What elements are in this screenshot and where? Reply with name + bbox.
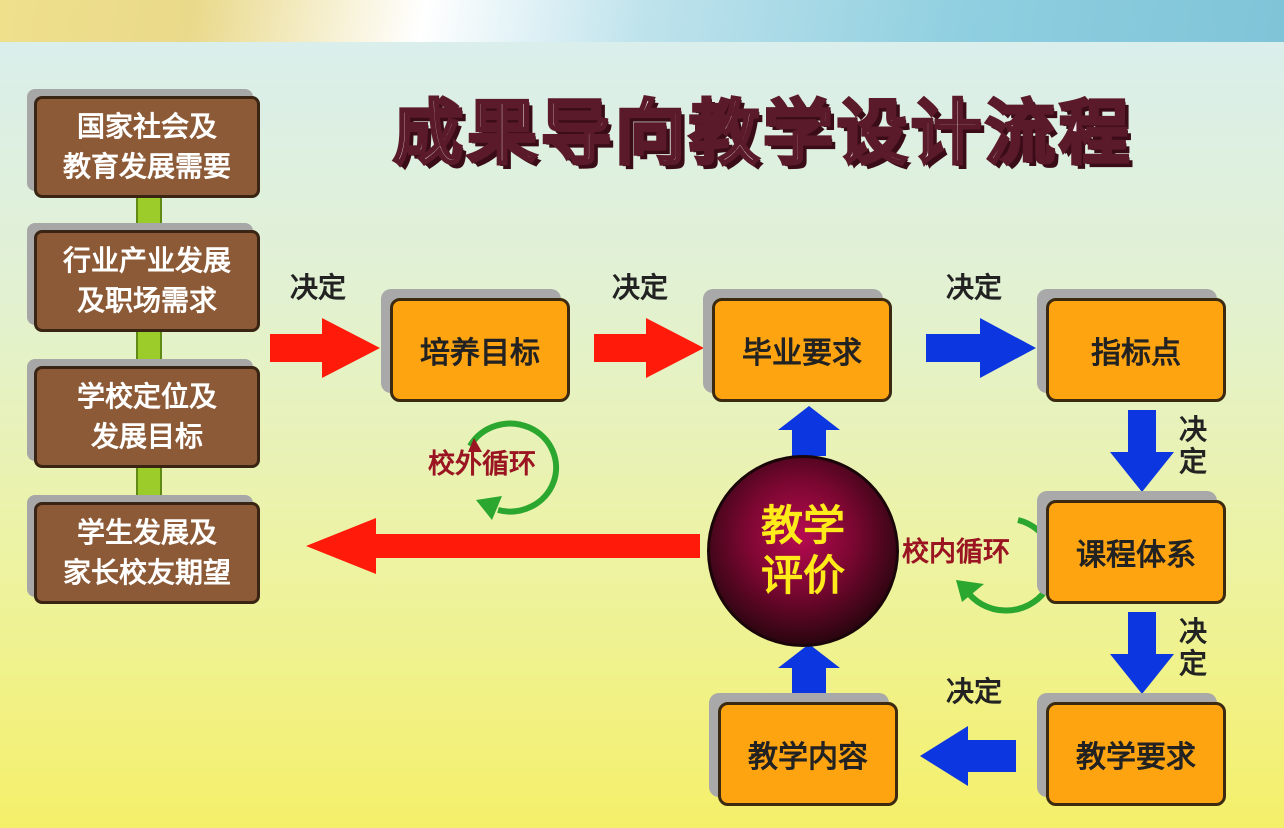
diagram-title: 成果导向教学设计流程	[392, 90, 1133, 175]
label-decide-6: 决定	[946, 675, 1003, 708]
red-arrow-feedback-left	[306, 518, 700, 574]
label-decide-2: 决定	[612, 271, 669, 304]
red-arrow-to-graduation-req	[594, 318, 704, 378]
label-decide-4: 决定	[1178, 413, 1207, 478]
label-decide-3: 决定	[946, 271, 1003, 304]
node-teaching-req: 教学要求	[1046, 702, 1226, 806]
node-indicator: 指标点	[1046, 298, 1226, 402]
blue-arrow-to-teaching-req	[1110, 612, 1174, 694]
left-connector-2	[136, 330, 162, 366]
loop-internal-label: 校内循环	[902, 537, 1010, 568]
label-decide-5: 决定	[1178, 615, 1207, 680]
blue-arrow-to-teaching-content	[920, 726, 1016, 786]
left-box-industry: 行业产业发展 及职场需求	[34, 230, 260, 332]
loop-external-icon	[467, 420, 560, 520]
left-box-school-positioning: 学校定位及 发展目标	[34, 366, 260, 468]
node-graduation-req: 毕业要求	[712, 298, 892, 402]
label-decide-1: 决定	[290, 271, 347, 304]
node-curriculum: 课程体系	[1046, 500, 1226, 604]
blue-arrow-to-curriculum	[1110, 410, 1174, 492]
node-training-goal: 培养目标	[390, 298, 570, 402]
left-box-students-parents: 学生发展及 家长校友期望	[34, 502, 260, 604]
top-banner	[0, 0, 1284, 42]
node-teaching-content: 教学内容	[718, 702, 898, 806]
blue-arrow-to-indicator	[926, 318, 1036, 378]
red-arrow-to-training-goal	[270, 318, 380, 378]
loop-internal-icon	[956, 517, 1057, 614]
blue-arrow-content-to-evaluation	[778, 644, 840, 694]
node-evaluation: 教学 评价	[707, 455, 899, 647]
left-connector-3	[136, 466, 162, 502]
loop-external-label: 校外循环	[428, 449, 536, 480]
blue-arrow-evaluation-to-graduation	[778, 406, 840, 456]
left-box-national-society: 国家社会及 教育发展需要	[34, 96, 260, 198]
node-evaluation-label: 教学 评价	[760, 501, 845, 600]
left-connector-1	[136, 196, 162, 230]
